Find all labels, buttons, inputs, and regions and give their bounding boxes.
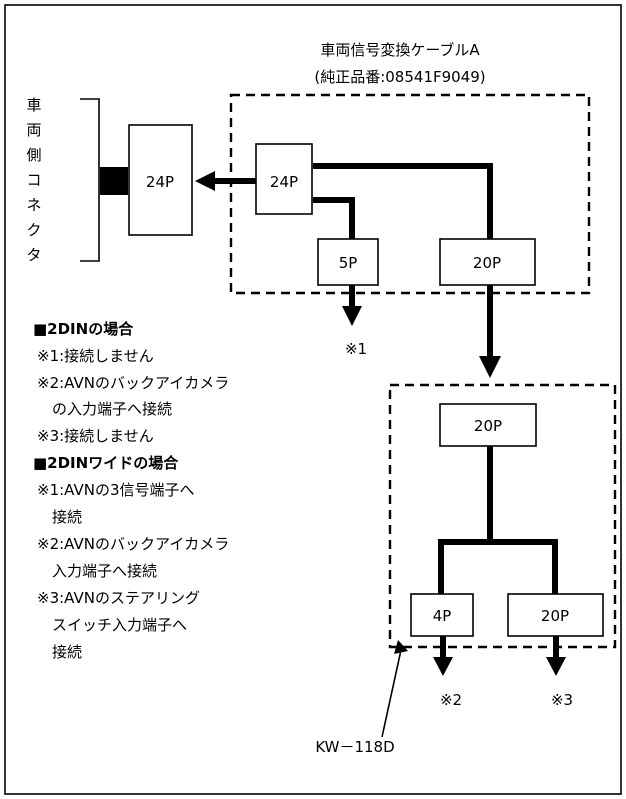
vehicle-label-char: ネ: [26, 196, 41, 214]
kw-model-label: KW－118D: [315, 738, 394, 756]
wire-24p-to-5p: [313, 197, 355, 240]
legend-section2-title: ■2DINワイドの場合: [33, 454, 179, 472]
arrow-20p-out-head: [546, 657, 566, 676]
vehicle-connector-bracket: [80, 98, 100, 262]
legend-section1-title: ■2DINの場合: [33, 320, 134, 338]
vehicle-label-char: 車: [26, 96, 41, 114]
vehicle-24p-label: 24P: [146, 173, 174, 191]
legend-line: スイッチ入力端子へ: [37, 616, 187, 634]
kw-4p-box: [410, 593, 474, 637]
legend-line: ※3:接続しません: [37, 427, 154, 445]
kw-leader-line: [381, 649, 402, 738]
kw-leader-arrowhead: [394, 640, 408, 654]
legend: ■2DINの場合 ※1:接続しません ※2:AVNのバックアイカメラ の入力端子…: [33, 320, 229, 661]
kw-20p-in-box: [439, 403, 537, 447]
kw-20p-in-label: 20P: [474, 417, 502, 435]
vehicle-24p-box: [128, 124, 193, 236]
cable-20p-label: 20P: [473, 254, 501, 272]
vehicle-label-char: 側: [26, 146, 41, 164]
note-3-label: ※3: [551, 691, 573, 709]
legend-line: ※3:AVNのステアリング: [37, 589, 200, 607]
vehicle-label-char: タ: [26, 246, 41, 264]
cable-title: 車両信号変換ケーブルA: [320, 41, 480, 59]
vehicle-connector-label: 車 両 側 コ ネ ク タ: [26, 96, 41, 264]
legend-line: ※1:AVNの3信号端子へ: [37, 481, 195, 499]
note-2-label: ※2: [440, 691, 462, 709]
legend-line: ※2:AVNのバックアイカメラ: [37, 374, 229, 392]
legend-line: の入力端子へ接続: [37, 400, 172, 418]
legend-line: ※1:接続しません: [37, 347, 154, 365]
cable-24p-label: 24P: [270, 173, 298, 191]
outer-frame: [4, 4, 622, 795]
cable-a-boundary: [229, 93, 591, 295]
cable-5p-label: 5P: [339, 254, 358, 272]
arrow-5p-head: [342, 306, 362, 326]
legend-line: 接続: [37, 643, 82, 661]
arrow-4p-head: [433, 657, 453, 676]
wire-24p-to-20p: [313, 163, 493, 240]
kw-wire-split: [438, 539, 558, 595]
cable-24p-box: [255, 143, 313, 215]
legend-line: ※2:AVNのバックアイカメラ: [37, 535, 229, 553]
kw-20p-out-box: [507, 593, 604, 637]
legend-line: 接続: [37, 508, 82, 526]
vehicle-label-char: コ: [26, 171, 41, 189]
arrow-20p-head: [479, 356, 501, 378]
connection-arrow-head: [195, 171, 215, 191]
cable-part-number: (純正品番:08541F9049): [314, 68, 485, 86]
vehicle-label-char: ク: [26, 221, 41, 239]
vehicle-label-char: 両: [26, 121, 41, 139]
kw-4p-label: 4P: [433, 607, 452, 625]
kw-boundary: [388, 383, 617, 649]
vehicle-plug-block: [100, 167, 128, 195]
cable-5p-box: [317, 238, 379, 286]
kw-20p-out-label: 20P: [541, 607, 569, 625]
note-1-label: ※1: [345, 340, 367, 358]
legend-line: 入力端子へ接続: [37, 562, 157, 580]
